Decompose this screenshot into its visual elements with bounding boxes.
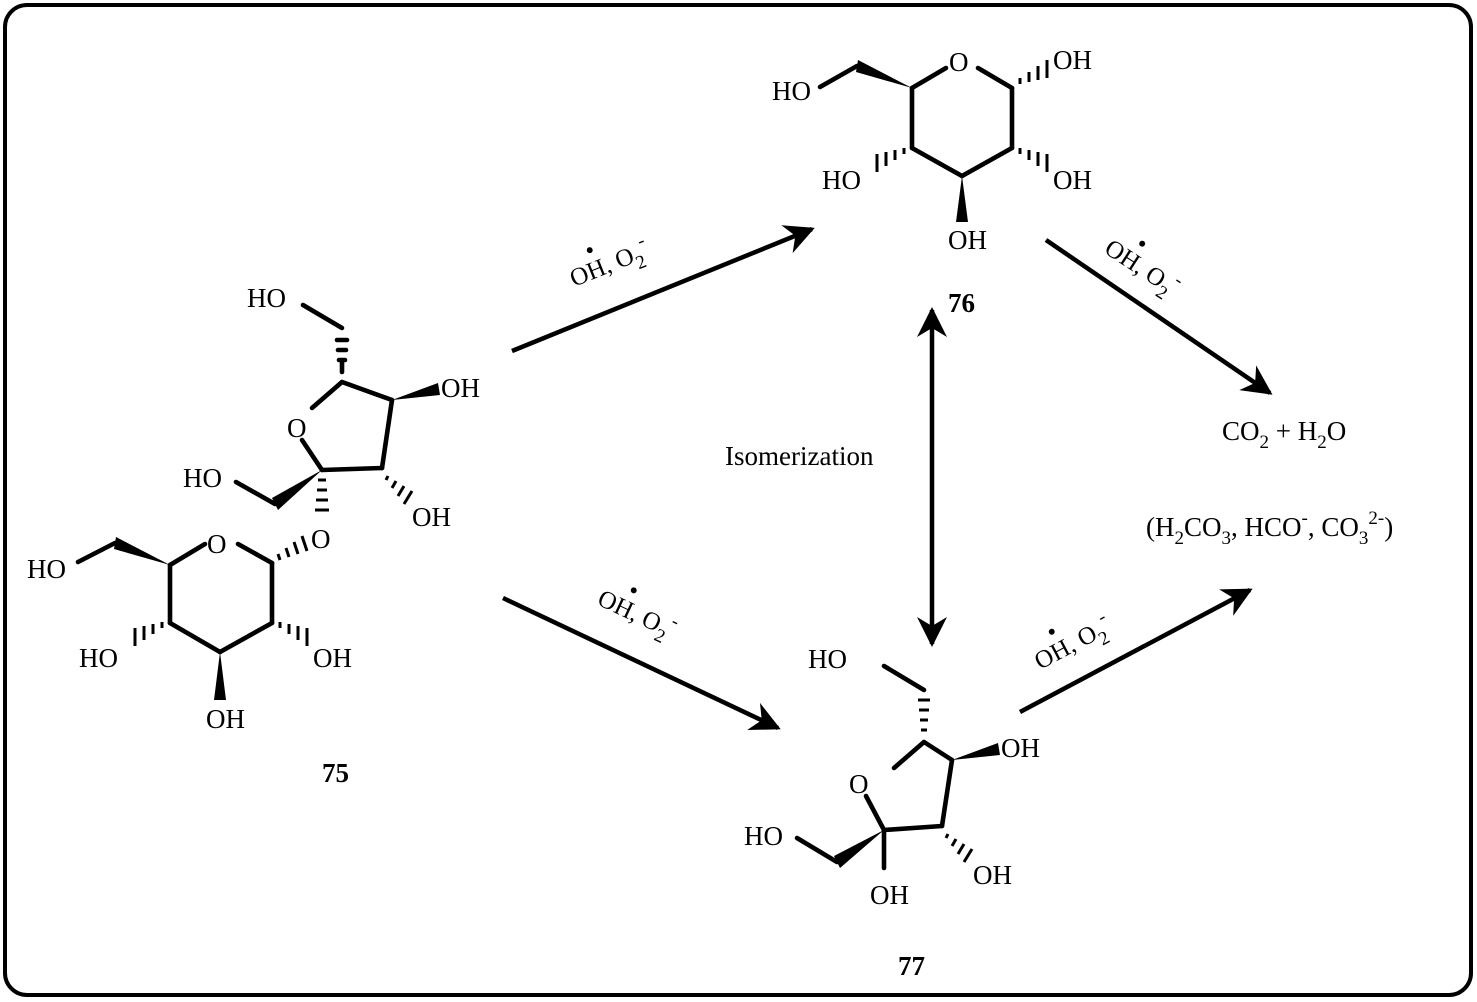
sucrose-ho-c6: HO [27,554,66,584]
glucose-ring-o: O [949,47,969,77]
fructose-oh-c2: OH [870,880,909,910]
arrow-fructose-to-co2 [1018,588,1253,714]
svg-text:OH, O2-: OH, O2- [564,230,656,299]
hashed-wedge [278,622,309,646]
reagent-o2-superscript: - [1171,270,1188,291]
fructose-ho-c1: HO [744,821,783,851]
sucrose-oh-c4p: OH [441,373,480,403]
glucose-oh-c2: OH [1053,165,1092,195]
sucrose-ho-c4: HO [79,643,118,673]
condition-label-top-right: OH, O2- • [1100,231,1188,305]
hashed-wedge [944,833,974,863]
fructose-ring-o: O [849,769,869,799]
radical-dot: • [1042,618,1062,646]
fructose-oh-c3: OH [973,860,1012,890]
fructose-structure: HO OH O HO OH OH [744,644,1040,910]
product-co2-h2o: CO2 + H2O [1222,416,1346,453]
hashed-wedge [918,698,930,732]
reagent-o2-superscript: - [668,611,683,633]
fructose-ho-c6: HO [808,644,847,674]
scheme-frame [3,3,1473,997]
hashed-wedge [1018,60,1049,84]
glucose-oh-c1: OH [1053,45,1092,75]
sucrose-ring-o-furanose: O [287,413,307,443]
sucrose-oh-c3: OH [206,704,245,734]
sucrose-oh-c3p: OH [412,502,451,532]
reagent-o2-superscript: - [634,230,648,252]
condition-label-bottom-left: OH, O2- • [593,577,683,648]
sucrose-ho-c6p: HO [247,283,286,313]
glucose-oh-c3: OH [948,225,987,255]
hashed-wedge [276,535,309,561]
arrow-glucose-to-co2 [1044,238,1273,395]
hashed-wedge [133,622,164,646]
condition-label-top-left: OH, O2- • [564,230,656,299]
arrow-sucrose-to-fructose [502,595,781,731]
product-carbonate-species: (H2CO3, HCO-, CO32-) [1146,508,1393,549]
compound-number-76: 76 [948,288,975,318]
sucrose-ho-c1p: HO [183,463,222,493]
sucrose-oh-c2: OH [313,643,352,673]
compound-number-77: 77 [898,951,925,981]
reagent-o2-superscript: - [1094,607,1109,629]
compound-number-75: 75 [322,758,349,788]
hashed-wedge [315,478,329,512]
hashed-wedge [384,475,414,505]
svg-text:OH, O2-: OH, O2- [1027,607,1119,682]
glucose-ho-c6: HO [772,76,811,106]
sucrose-ring-o-pyranose: O [207,529,227,559]
sucrose-structure: HO OH O HO OH O O HO HO OH OH [27,283,480,734]
sucrose-glycosidic-o: O [311,524,331,554]
glucose-structure: O OH HO HO OH OH [772,45,1092,255]
hashed-wedge [875,148,906,172]
hashed-wedge [334,337,350,375]
reagent-o2-subscript: 2 [1095,627,1113,650]
arrow-sucrose-to-glucose [511,225,815,354]
hashed-wedge [1018,148,1049,172]
reagent-o2-subscript: 2 [633,251,650,274]
glucose-ho-c4: HO [822,165,861,195]
fructose-oh-c4: OH [1001,733,1040,763]
isomerization-label: Isomerization [725,441,874,471]
